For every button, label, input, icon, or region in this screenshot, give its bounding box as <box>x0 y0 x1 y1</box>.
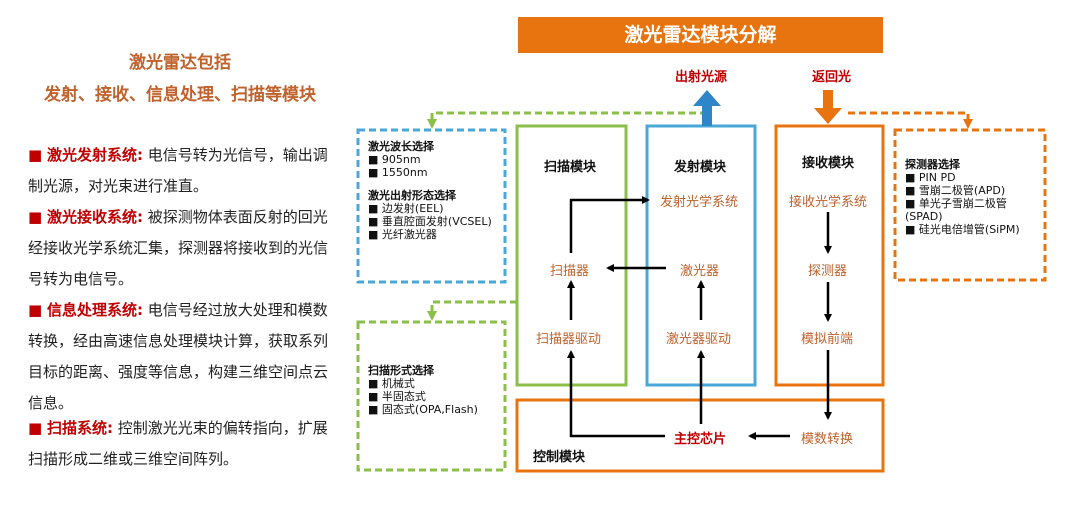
scan-form-heading: 扫描形式选择 <box>368 364 434 377</box>
item-text: 被探测物体表面反射的回光经接收光学系统汇集，探测器将接收到的光信号转为电信号。 <box>28 208 329 288</box>
laser-driver-node: 激光器驱动 <box>666 332 732 347</box>
detector-option-box <box>893 128 1047 282</box>
detector-option-list: 探测器选择 ■ PIN PD ■ 雪崩二极管(APD) ■ 单光子雪崩二极管(S… <box>905 158 1043 236</box>
item-text: 控制激光光束的偏转指向，扩展扫描形成二维或三维空间阵列。 <box>28 419 328 468</box>
emit-light-label: 出射光源 <box>675 70 728 85</box>
wavelength-heading: 激光波长选择 <box>368 140 434 153</box>
item-text: 电信号转为光信号，输出调制光源，对光束进行准直。 <box>28 146 328 195</box>
emit-form-item: ■ 边发射(EEL) <box>368 202 444 215</box>
wavelength-option-box <box>356 128 507 284</box>
ctrl-module-title: 控制模块 <box>533 450 586 465</box>
bullet-square: ■ <box>28 208 43 226</box>
scan-form-item: ■ 半固态式 <box>368 390 426 403</box>
item-info-system: ■ 信息处理系统: 电信号经过放大处理和模数转换，经由高速信息处理模块计算，获取… <box>28 301 329 412</box>
detector-item: ■ 雪崩二极管(APD) <box>905 184 1006 197</box>
heading-line-1: 激光雷达包括 <box>129 53 231 73</box>
arrow-chip-to-scan-driver <box>567 350 665 438</box>
bullet-square: ■ <box>28 146 43 164</box>
recv-module-box <box>774 124 885 387</box>
bullet-square: ■ <box>28 419 43 437</box>
laser-node: 激光器 <box>680 264 720 279</box>
item-recv-system: ■ 激光接收系统: 被探测物体表面反射的回光经接收光学系统汇集，探测器将接收到的… <box>28 208 329 288</box>
heading-line-2: 发射、接收、信息处理、扫描等模块 <box>44 85 316 105</box>
emit-light-arrow <box>693 90 721 126</box>
orange-dashed-connector <box>848 111 973 129</box>
green-dashed-connector-top <box>427 111 707 129</box>
return-light-arrow <box>814 90 842 124</box>
item-scan-system: ■ 扫描系统: 控制激光光束的偏转指向，扩展扫描形成二维或三维空间阵列。 <box>28 419 328 468</box>
bullet-square: ■ <box>28 301 43 319</box>
detector-item: ■ 单光子雪崩二极管(SPAD) <box>905 197 1007 223</box>
wavelength-item: ■ 1550nm <box>368 166 428 179</box>
emit-optics-node: 发射光学系统 <box>660 195 739 210</box>
recv-optics-node: 接收光学系统 <box>789 195 868 210</box>
adc-node: 模数转换 <box>801 432 854 447</box>
detector-item: ■ PIN PD <box>905 171 956 184</box>
main-chip-node: 主控芯片 <box>674 432 727 447</box>
emit-form-item: ■ 光纤激光器 <box>368 228 437 241</box>
return-light-label: 返回光 <box>812 70 852 85</box>
scanner-node: 扫描器 <box>550 264 590 279</box>
scan-form-option-box <box>356 320 507 472</box>
arrow-scanner-to-emit-optics <box>569 196 650 253</box>
emit-form-item: ■ 垂直腔面发射(VCSEL) <box>368 215 492 228</box>
detector-heading: 探测器选择 <box>905 158 960 171</box>
item-label: 信息处理系统 <box>46 301 137 319</box>
scan-form-option-list: 扫描形式选择 ■ 机械式 ■ 半固态式 ■ 固态式(OPA,Flash) <box>368 364 502 416</box>
scan-form-item: ■ 机械式 <box>368 377 415 390</box>
wavelength-item: ■ 905nm <box>368 153 421 166</box>
detector-item: ■ 硅光电倍增管(SiPM) <box>905 223 1020 236</box>
detector-node: 探测器 <box>808 264 848 279</box>
item-label: 扫描系统 <box>46 419 107 437</box>
item-label: 激光发射系统 <box>46 146 137 164</box>
emit-module-title: 发射模块 <box>674 160 727 175</box>
emit-form-heading: 激光出射形态选择 <box>368 189 456 202</box>
green-dashed-connector-mid <box>427 300 517 321</box>
scan-module-box <box>515 124 628 387</box>
item-label: 激光接收系统 <box>46 208 137 226</box>
item-text: 电信号经过放大处理和模数转换，经由高速信息处理模块计算，获取系列目标的距离、强度… <box>28 301 329 412</box>
scanner-driver-node: 扫描器驱动 <box>536 332 602 347</box>
analog-frontend-node: 模拟前端 <box>801 332 854 347</box>
wavelength-option-list: 激光波长选择 ■ 905nm ■ 1550nm 激光出射形态选择 ■ 边发射(E… <box>368 140 502 241</box>
item-emit-system: ■ 激光发射系统: 电信号转为光信号，输出调制光源，对光束进行准直。 <box>28 146 328 195</box>
diagram-title: 激光雷达模块分解 <box>518 17 883 53</box>
recv-module-title: 接收模块 <box>802 156 855 171</box>
scan-module-title: 扫描模块 <box>544 160 597 175</box>
scan-form-item: ■ 固态式(OPA,Flash) <box>368 403 478 416</box>
